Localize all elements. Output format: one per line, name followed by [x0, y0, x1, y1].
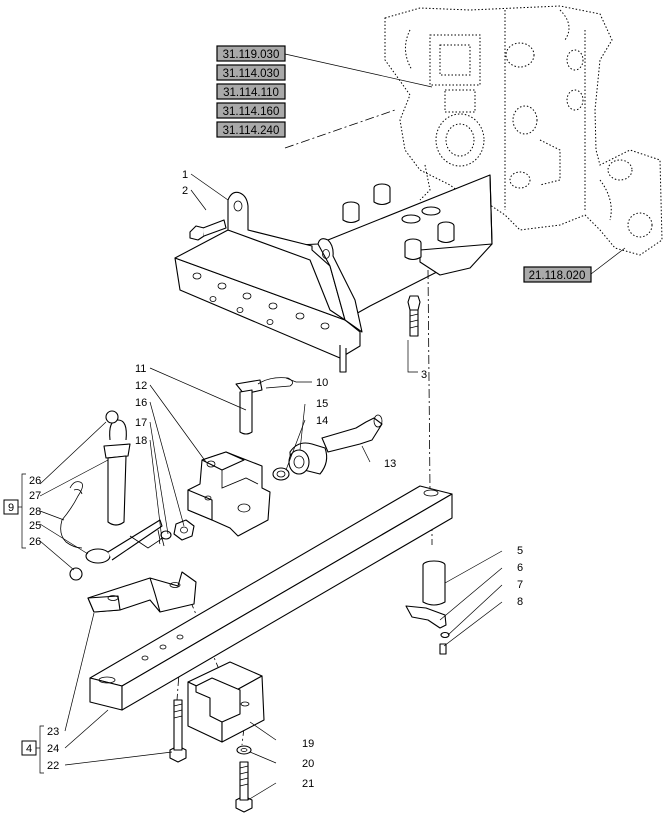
ring [105, 410, 119, 424]
callout-23: 23 [47, 726, 59, 738]
washer [236, 745, 252, 755]
bolt [407, 295, 421, 337]
callout-25: 25 [29, 520, 41, 532]
bushing [288, 442, 328, 475]
washer [160, 530, 172, 540]
callout-5: 5 [517, 545, 523, 557]
callout-3: 3 [421, 369, 427, 381]
nut [173, 519, 195, 541]
callout-26: 26 [29, 536, 41, 548]
clevis-body [187, 451, 271, 537]
retaining-plate [405, 605, 447, 629]
callout-20: 20 [302, 758, 314, 770]
bolt [189, 219, 227, 241]
callout-2: 2 [182, 185, 188, 197]
callout-19: 19 [302, 738, 314, 750]
chain [60, 481, 83, 549]
callout-13: 13 [384, 458, 396, 470]
drawbar-pin [422, 560, 446, 606]
callout-12: 12 [135, 380, 147, 392]
group-label-4: 4 [26, 743, 32, 755]
transmission-housing [384, 5, 663, 256]
ring [69, 567, 83, 581]
reference-label: 31.114.030 [223, 68, 280, 80]
group-9-bracket: 9 26 27 28 25 26 [3, 473, 41, 549]
support-bracket [174, 174, 493, 373]
lower-clamp-block [187, 661, 265, 743]
callout-24: 24 [47, 743, 59, 755]
callout-7: 7 [517, 579, 523, 591]
callout-16: 16 [135, 397, 147, 409]
callout-27: 27 [29, 490, 41, 502]
callout-8: 8 [517, 596, 523, 608]
group-label-9: 9 [8, 502, 14, 514]
callout-28: 28 [29, 506, 41, 518]
spring-clip [257, 377, 293, 389]
callout-17: 17 [135, 417, 147, 429]
reference-label: 31.114.110 [223, 87, 279, 99]
callout-14: 14 [316, 415, 328, 427]
hitch-pin [103, 419, 131, 526]
washer [272, 467, 290, 481]
callout-21: 21 [302, 778, 314, 790]
callout-18: 18 [135, 435, 147, 447]
reference-label: 31.114.160 [223, 106, 280, 118]
callout-11: 11 [135, 363, 146, 375]
callout-22: 22 [47, 760, 59, 772]
bolt [169, 699, 187, 763]
lynch-pin [85, 519, 163, 564]
washer [440, 631, 450, 639]
callout-26: 26 [29, 475, 41, 487]
callout-1: 1 [182, 169, 188, 181]
screw [439, 643, 447, 655]
group-4-bracket: 4 23 24 22 [21, 725, 59, 774]
shaft [321, 414, 383, 453]
drawbar [89, 485, 453, 711]
bolt [235, 761, 253, 813]
callout-15: 15 [316, 398, 328, 410]
reference-label: 21.118.020 [529, 270, 586, 282]
reference-label: 31.119.030 [223, 49, 280, 61]
drawbar-clamp [87, 571, 197, 613]
reference-box-stack: 31.119.030 31.114.030 31.114.110 31.114.… [216, 45, 433, 149]
reference-box-right: 21.118.020 [523, 247, 626, 283]
callout-10: 10 [316, 377, 328, 389]
clevis-pin [235, 379, 263, 435]
reference-label: 31.114.240 [223, 125, 280, 137]
callout-6: 6 [517, 562, 523, 574]
